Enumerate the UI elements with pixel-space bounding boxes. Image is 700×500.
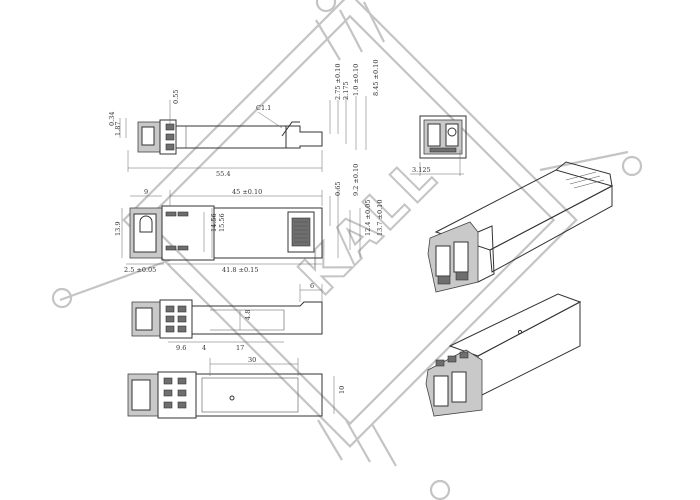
dim-55-4: 55.4 — [216, 170, 230, 178]
dim-14-56: 14.56 — [210, 213, 218, 232]
dim-9-2: 9.2 ±0.10 — [352, 164, 360, 196]
dim-6: 6 — [310, 282, 314, 290]
dim-0-55: 0.55 — [172, 90, 180, 104]
dim-9: 9 — [144, 188, 148, 196]
side-view: 9 45 ±0.10 13.9 14.56 15.56 0.65 9.2 ±0.… — [114, 164, 384, 274]
dim-0-34: 0.34 — [108, 112, 116, 126]
dim-c1-1: C1.1 — [256, 104, 271, 112]
dim-12-4: 12.4 ±0.05 — [364, 200, 372, 236]
dim-41-8: 41.8 ±0.15 — [222, 266, 258, 274]
dim-8-45: 8.45 ±0.10 — [372, 60, 380, 96]
heatsink-fins — [565, 171, 605, 189]
dim-10: 10 — [338, 386, 346, 394]
watermark-node-top — [315, 0, 337, 13]
underside-view: 30 10 — [127, 356, 346, 419]
isometric-module-front — [427, 161, 614, 293]
dim-4: 4 — [202, 344, 206, 352]
end-view: 3.125 — [410, 115, 467, 176]
dim-30: 30 — [248, 356, 256, 364]
dim-2-75: 2.75 ±0.10 — [334, 64, 342, 100]
edge-contacts — [294, 221, 308, 243]
dim-3-125: 3.125 — [412, 166, 431, 174]
dim-2-5: 2.5 ±0.05 — [124, 266, 156, 274]
watermark-node-right — [621, 155, 643, 177]
bottom-view: 6 4.8 9.6 4 17 — [131, 282, 323, 352]
dim-15-56: 15.56 — [218, 213, 226, 232]
dim-1-0: 1.0 ±0.10 — [352, 64, 360, 96]
watermark-node-bottom — [429, 479, 451, 500]
dim-0-65: 0.65 — [334, 182, 342, 196]
dim-9-6: 9.6 — [176, 344, 186, 352]
dim-45: 45 ±0.10 — [232, 188, 262, 196]
watermark-ticks — [59, 1, 629, 467]
dim-2-175: 2.175 — [342, 81, 350, 100]
dim-4-8: 4.8 — [244, 310, 252, 320]
dim-13-9: 13.9 — [114, 222, 122, 236]
dim-17: 17 — [236, 344, 244, 352]
watermark-node-left — [51, 287, 73, 309]
top-view: 0.34 1.87 0.55 C1.1 2.75 ±0.10 2.175 1.0… — [108, 60, 380, 178]
dim-13-7: 13.7 ±0.10 — [376, 200, 384, 236]
dim-1-87: 1.87 — [114, 122, 122, 136]
isometric-module-rear — [425, 293, 582, 417]
